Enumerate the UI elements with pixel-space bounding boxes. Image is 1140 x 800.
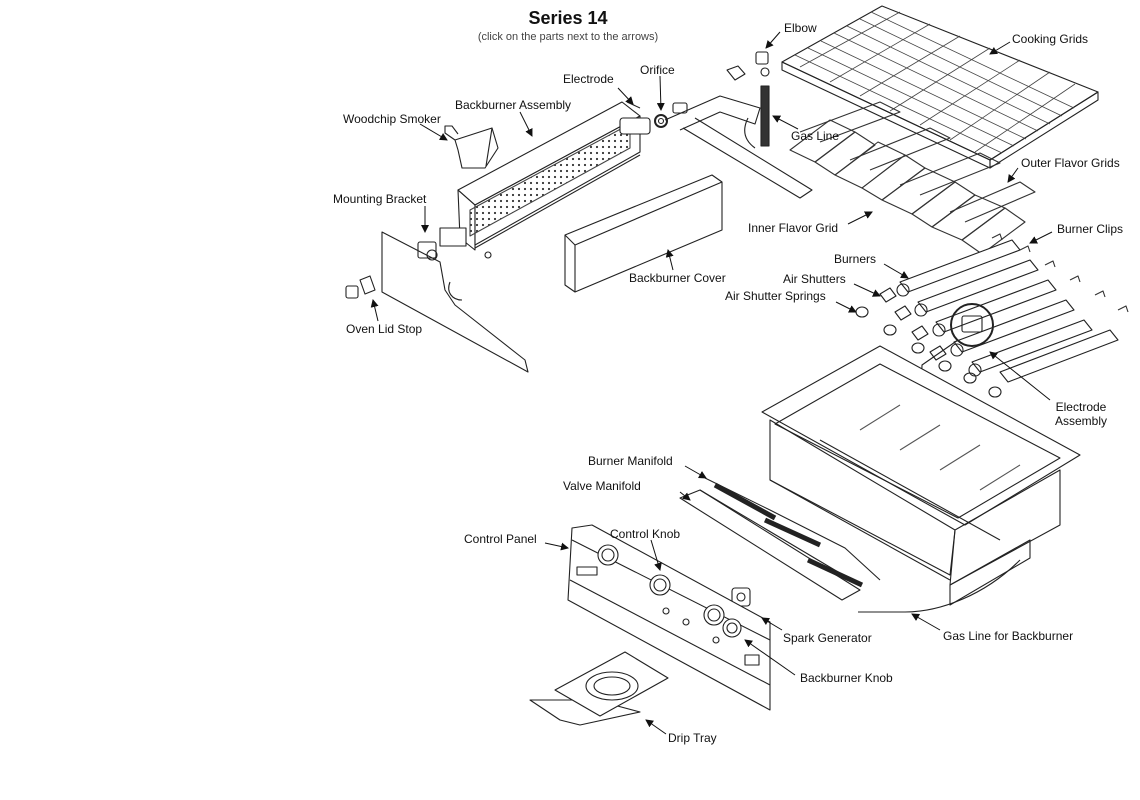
label-burner-manifold[interactable]: Burner Manifold	[588, 454, 673, 468]
backburner-assembly-part[interactable]	[439, 101, 641, 259]
label-inner-flavor-grid[interactable]: Inner Flavor Grid	[748, 221, 839, 235]
burner-clips-part[interactable]	[991, 233, 1129, 313]
label-control-knob[interactable]: Control Knob	[610, 527, 681, 541]
control-panel-part[interactable]	[567, 524, 771, 711]
gas-line-part[interactable]	[664, 51, 813, 199]
burners-part[interactable]	[896, 239, 1119, 383]
control-knobs-part[interactable]	[597, 544, 742, 638]
label-electrode-assembly-line2: Assembly	[1054, 414, 1107, 428]
firebox-part[interactable]	[761, 345, 1081, 606]
label-control-panel[interactable]: Control Panel	[464, 532, 537, 546]
flavor-grids-part[interactable]	[789, 101, 1036, 255]
diagram-subtitle: (click on the parts next to the arrows)	[477, 31, 659, 43]
burner-manifold-part[interactable]	[704, 477, 881, 588]
label-electrode-assembly[interactable]: Electrode Assembly	[1046, 400, 1116, 428]
label-spark-generator[interactable]: Spark Generator	[783, 631, 872, 645]
label-backburner-assembly[interactable]: Backburner Assembly	[455, 98, 572, 112]
spark-generator-part[interactable]	[731, 587, 751, 607]
valve-manifold-part[interactable]	[679, 489, 861, 601]
backburner-gas-line-part[interactable]	[858, 559, 1021, 613]
label-air-shutters[interactable]: Air Shutters	[783, 272, 846, 286]
leader-arrows	[370, 31, 1053, 735]
side-panel-part[interactable]	[381, 231, 529, 373]
diagram-title: Series 14	[528, 8, 608, 28]
label-oven-lid-stop[interactable]: Oven Lid Stop	[346, 322, 423, 336]
label-valve-manifold[interactable]: Valve Manifold	[563, 479, 641, 493]
air-shutters-part[interactable]	[855, 287, 1002, 398]
backburner-cover-part[interactable]	[564, 174, 723, 293]
label-backburner-cover[interactable]: Backburner Cover	[629, 271, 726, 285]
label-electrode-assembly-line1: Electrode	[1055, 400, 1107, 414]
label-gas-line-for-backburner[interactable]: Gas Line for Backburner	[943, 629, 1074, 643]
label-elbow[interactable]: Elbow	[784, 21, 817, 35]
label-backburner-knob[interactable]: Backburner Knob	[800, 671, 893, 685]
cooking-grids-part[interactable]	[781, 5, 1099, 169]
oven-lid-stop-part[interactable]	[345, 275, 376, 299]
drip-tray-part[interactable]	[529, 651, 669, 726]
label-gas-line[interactable]: Gas Line	[791, 129, 840, 143]
label-air-shutter-springs[interactable]: Air Shutter Springs	[725, 289, 826, 303]
label-mounting-bracket[interactable]: Mounting Bracket	[333, 192, 427, 206]
label-cooking-grids[interactable]: Cooking Grids	[1012, 32, 1089, 46]
label-drip-tray[interactable]: Drip Tray	[668, 731, 717, 745]
label-woodchip-smoker[interactable]: Woodchip Smoker	[343, 112, 441, 126]
label-electrode[interactable]: Electrode	[563, 72, 614, 86]
label-orifice[interactable]: Orifice	[640, 63, 675, 77]
woodchip-smoker-part[interactable]	[444, 125, 499, 169]
orifice-electrode-part[interactable]	[619, 101, 688, 135]
label-burner-clips[interactable]: Burner Clips	[1057, 222, 1124, 236]
label-burners[interactable]: Burners	[834, 252, 877, 266]
label-outer-flavor-grids[interactable]: Outer Flavor Grids	[1021, 156, 1120, 170]
